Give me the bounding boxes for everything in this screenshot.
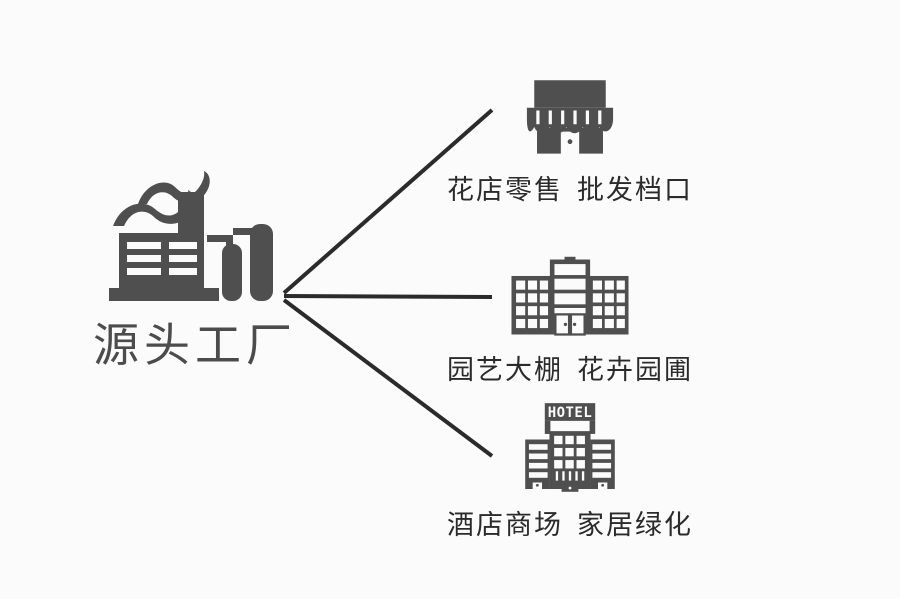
target-label-retail-primary: 花店零售 [447,175,563,206]
target-label-retail-secondary: 批发档口 [577,175,693,206]
factory-icon [95,160,295,320]
target-node-garden[interactable]: 园艺大棚花卉园圃 [405,240,735,388]
hotel-building-icon: HOTEL [405,395,735,495]
source-node-factory[interactable]: 源头工厂 [93,160,315,385]
hotel-sign-text: HOTEL [548,405,592,421]
storage-tank-small [222,244,242,301]
target-label-hotel: 酒店商场家居绿化 [405,509,735,543]
source-node-label: 源头工厂 [93,318,297,372]
storefront-icon [405,60,735,160]
office-building-icon [405,240,735,340]
target-node-retail[interactable]: 花店零售批发档口 [405,60,735,208]
target-label-hotel-primary: 酒店商场 [447,510,563,541]
factory-base [109,288,219,301]
target-label-retail: 花店零售批发档口 [405,174,735,208]
smoke-wave-lower [113,190,195,226]
target-label-garden: 园艺大棚花卉园圃 [405,354,735,388]
target-node-hotel[interactable]: HOTEL [405,395,735,543]
storage-tank-large [250,224,273,301]
target-label-garden-secondary: 花卉园圃 [577,355,693,386]
target-label-hotel-secondary: 家居绿化 [577,510,693,541]
target-label-garden-primary: 园艺大棚 [447,355,563,386]
